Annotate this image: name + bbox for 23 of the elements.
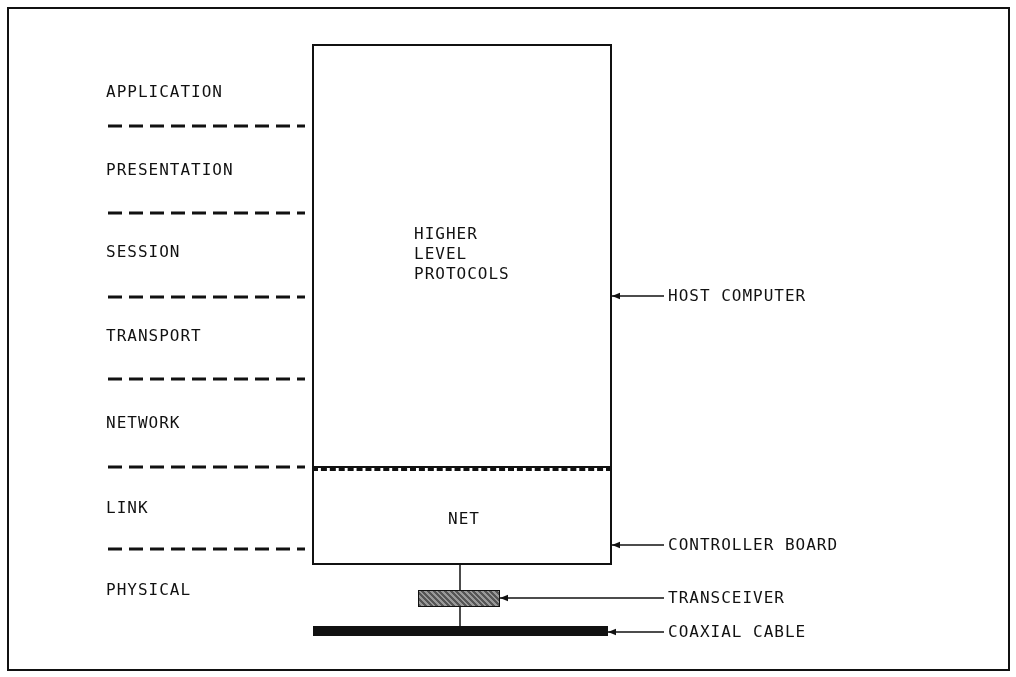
component-label: TRANSCEIVER: [668, 588, 785, 608]
arrow: [499, 594, 665, 602]
arrow: [607, 628, 665, 636]
layer-label: LINK: [106, 498, 149, 518]
arrow: [611, 541, 665, 549]
box-label: HIGHER LEVEL PROTOCOLS: [414, 224, 511, 284]
layer-label: SESSION: [106, 242, 181, 262]
coaxial-cable-bar: [313, 626, 608, 636]
layer-label: NETWORK: [106, 413, 181, 433]
box-label: NET: [447, 509, 481, 529]
layer-label: PHYSICAL: [106, 580, 192, 600]
controller-box: [312, 468, 612, 565]
transceiver-block: [418, 590, 500, 607]
layer-label: TRANSPORT: [106, 326, 202, 346]
layer-label: PRESENTATION: [106, 160, 234, 180]
component-label: HOST COMPUTER: [668, 286, 807, 306]
arrow: [611, 292, 665, 300]
component-label: COAXIAL CABLE: [668, 622, 807, 642]
connector-line: [459, 606, 461, 627]
layer-label: APPLICATION: [106, 82, 223, 102]
component-label: CONTROLLER BOARD: [668, 535, 839, 555]
protocol-box: [312, 44, 612, 468]
connector-line: [459, 564, 461, 591]
